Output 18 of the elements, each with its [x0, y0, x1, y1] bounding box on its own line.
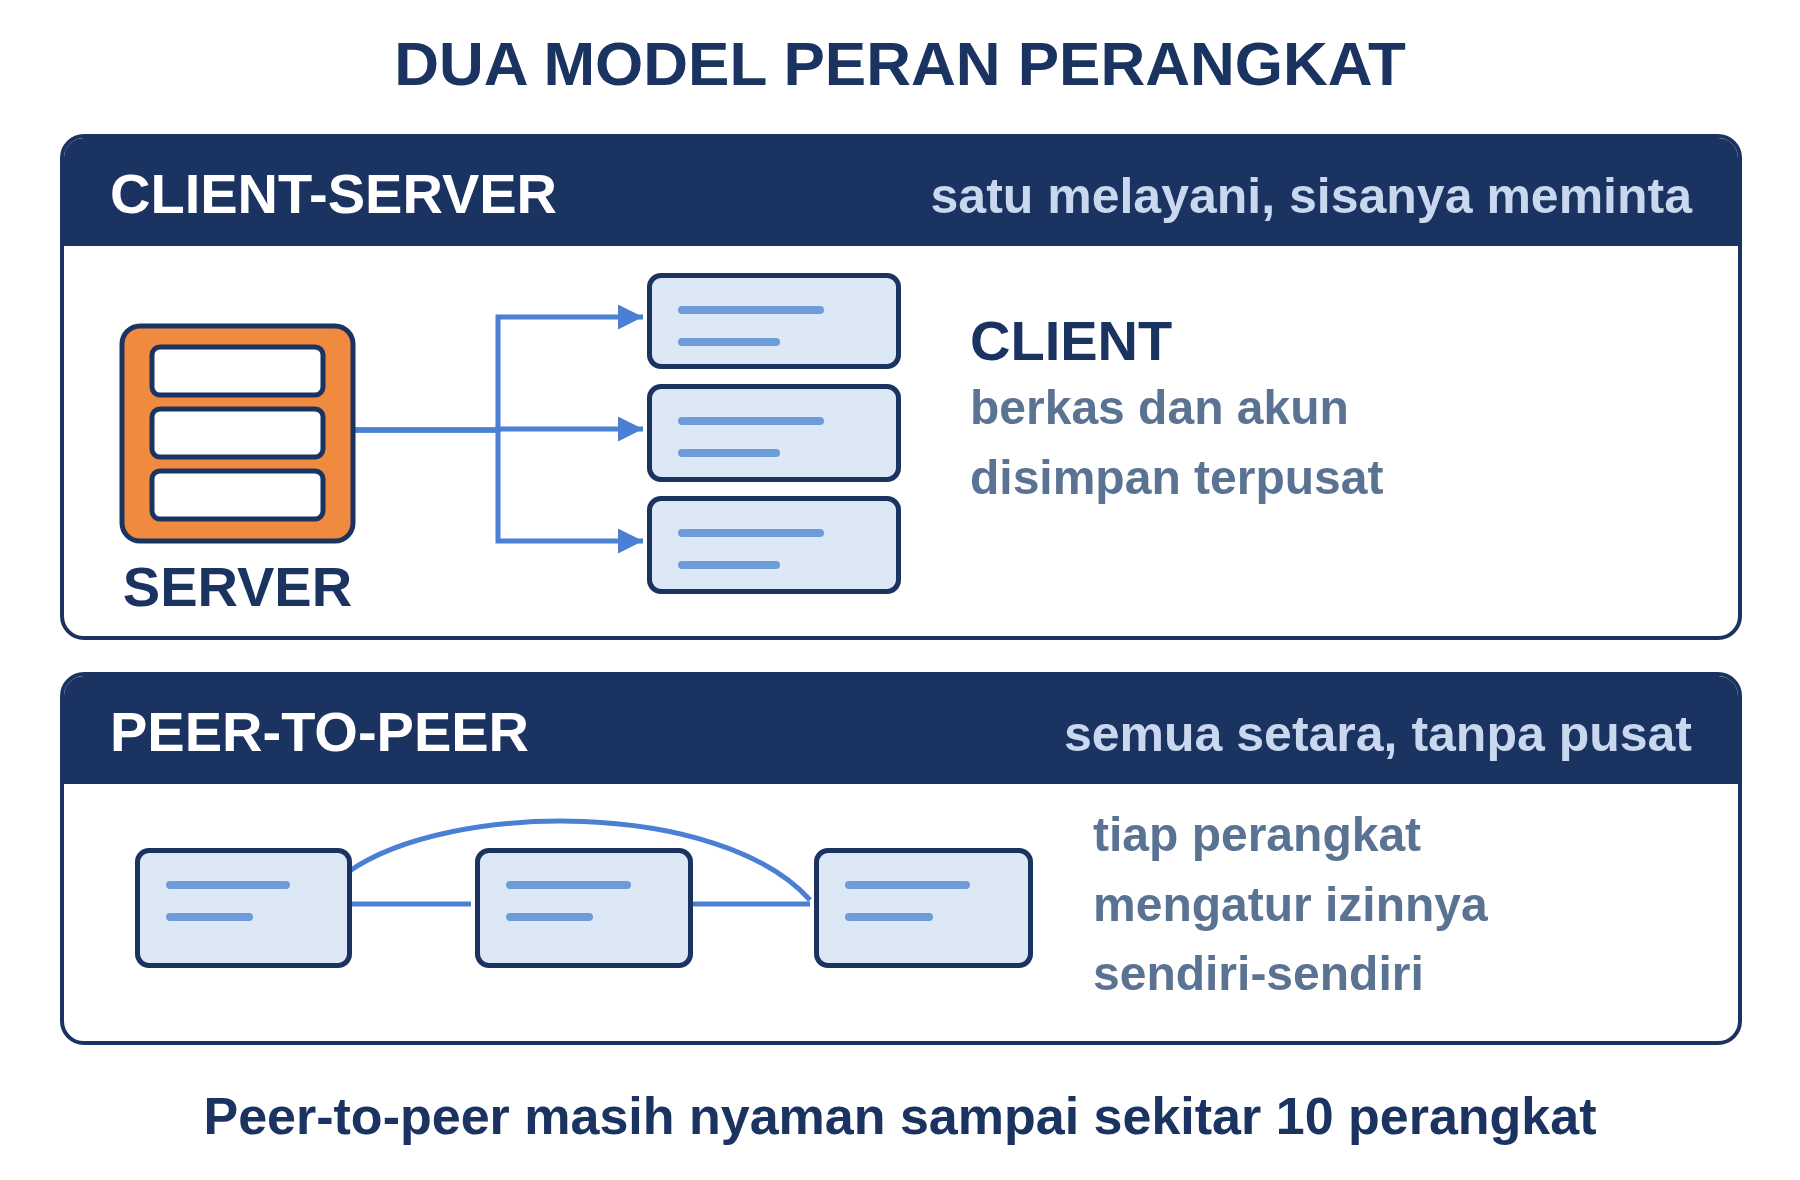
device-box [647, 273, 901, 369]
device-box [135, 848, 352, 968]
panel-heading: CLIENT-SERVER [110, 162, 558, 226]
panel-subtitle: semua setara, tanpa pusat [1063, 705, 1692, 764]
caption: Peer-to-peer masih nyaman sampai sekitar 10 perangkat [202, 1086, 1598, 1146]
note-text: berkas dan akun disimpan terpusat [970, 380, 1385, 506]
label-heading: CLIENT [970, 308, 1174, 374]
device-box [647, 384, 901, 482]
server-label: SERVER [121, 555, 354, 619]
note-text: tiap perangkat mengatur izinnya sendiri-sendiri [1093, 807, 1489, 1003]
device-box [647, 496, 901, 594]
panel-heading: PEER-TO-PEER [110, 700, 530, 764]
device-box [814, 848, 1033, 968]
title: DUA MODEL PERAN PERANGKAT [393, 28, 1407, 100]
panel-subtitle: satu melayani, sisanya meminta [930, 167, 1692, 226]
panel [60, 672, 1742, 1045]
device-box [475, 848, 693, 968]
panel [60, 134, 1742, 640]
